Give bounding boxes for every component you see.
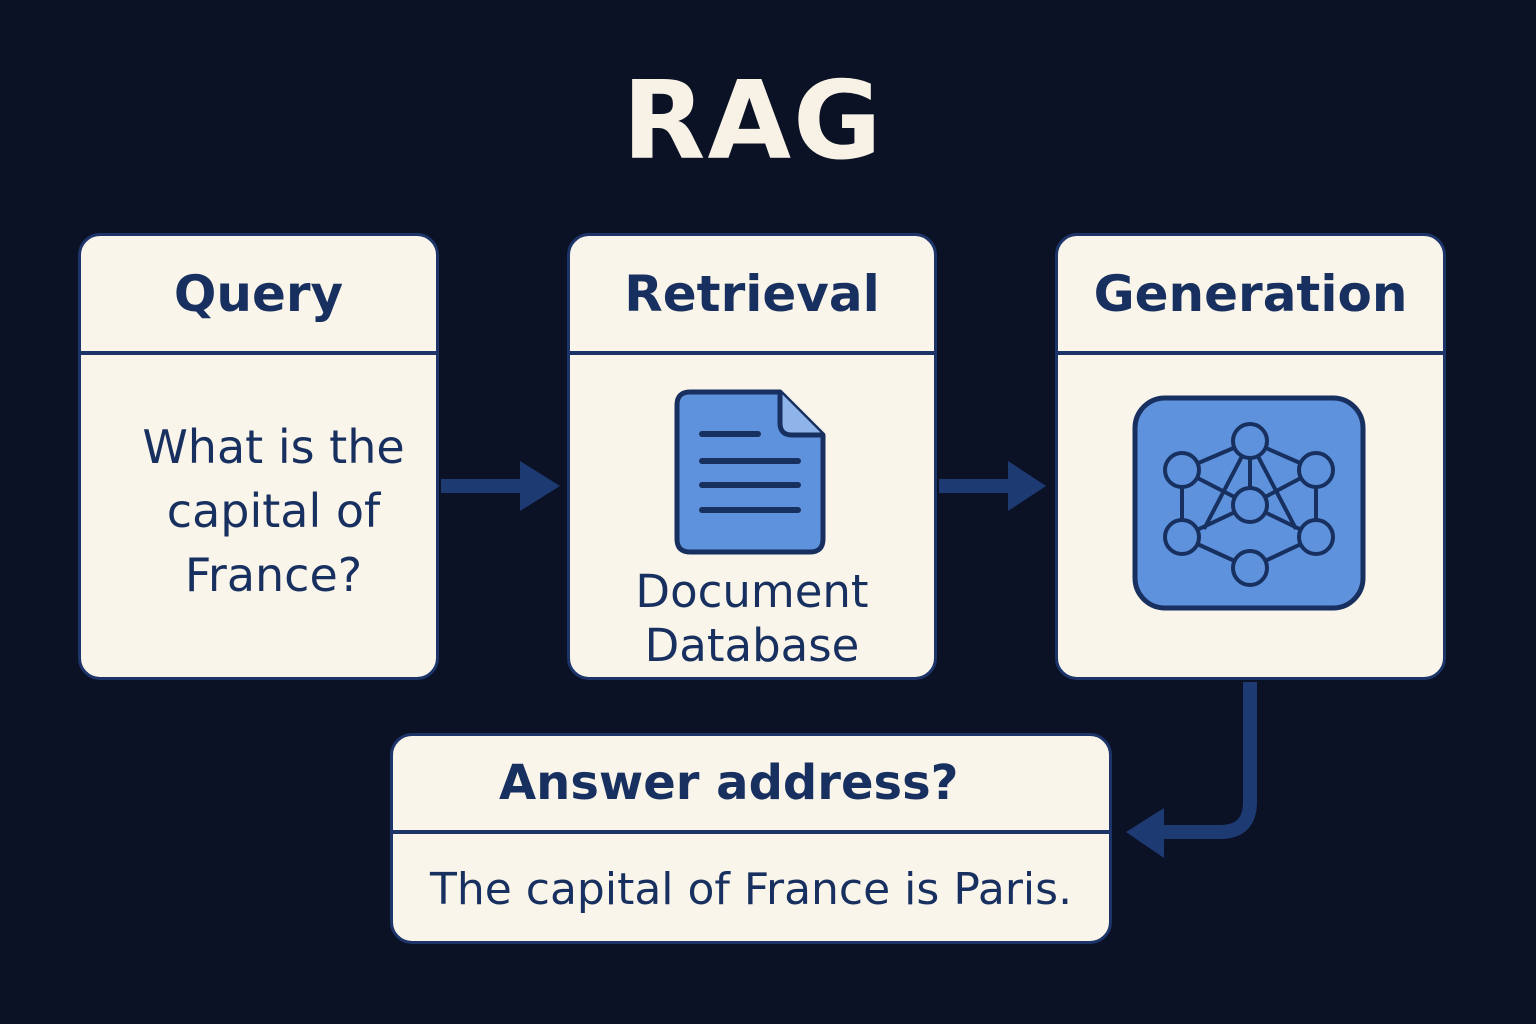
diagram-title: RAG — [622, 59, 884, 184]
query-body: What is the capital of France? — [81, 355, 436, 677]
arrow-generation-to-answer — [1126, 682, 1257, 858]
generation-card: Generation — [1055, 233, 1446, 680]
generation-header: Generation — [1058, 236, 1443, 355]
generation-body — [1058, 355, 1443, 677]
answer-card: Answer address? The capital of France is… — [390, 733, 1112, 944]
document-label-line: Document — [635, 565, 869, 618]
arrow-retrieval-to-generation — [939, 461, 1046, 511]
answer-header: Answer address? — [393, 736, 1109, 834]
document-icon — [674, 389, 826, 555]
neural-network-icon — [1132, 395, 1366, 611]
query-line: What is the — [142, 420, 405, 474]
document-label-line: Database — [644, 619, 860, 672]
query-line: capital of — [166, 484, 381, 538]
query-card: Query What is the capital of France? — [78, 233, 439, 680]
document-database-label: Document Database — [570, 565, 934, 673]
retrieval-body: Document Database — [570, 355, 934, 677]
retrieval-card: Retrieval Document Database — [567, 233, 937, 680]
retrieval-header: Retrieval — [570, 236, 934, 355]
query-text: What is the capital of France? — [121, 415, 426, 607]
arrow-query-to-retrieval — [441, 461, 560, 511]
answer-text: The capital of France is Paris. — [429, 864, 1073, 915]
query-header: Query — [81, 236, 436, 355]
query-line: France? — [184, 548, 363, 602]
